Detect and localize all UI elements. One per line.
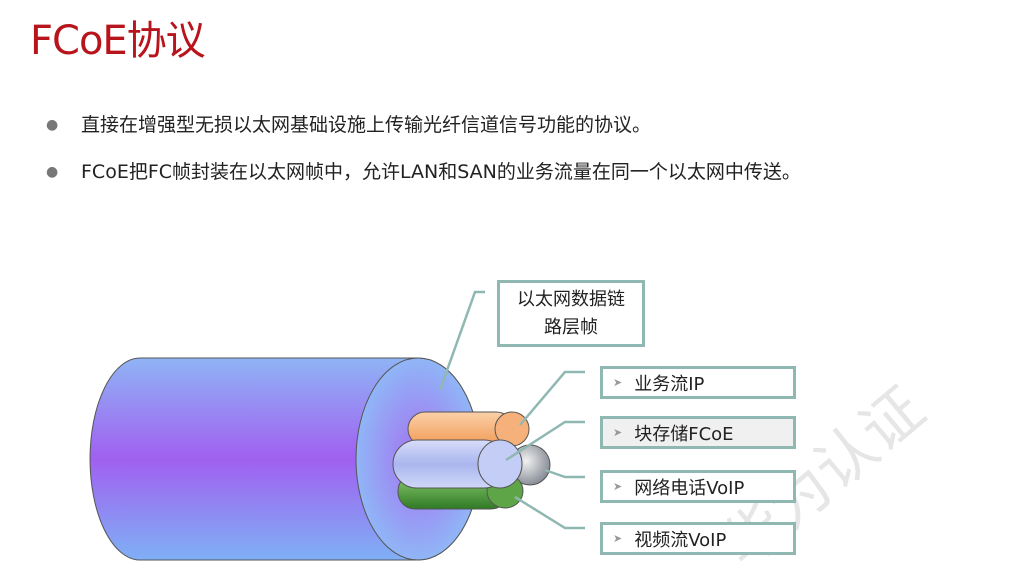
callout-lines xyxy=(438,290,585,530)
stream-label-text: 块存储FCoE xyxy=(634,423,734,445)
bullet-item: ● FCoE把FC帧封装在以太网帧中，允许LAN和SAN的业务流量在同一个以太网中… xyxy=(46,151,876,193)
page-title: FCoE协议 xyxy=(30,18,206,64)
bullet-dot-icon: ● xyxy=(46,164,59,180)
bullet-text: 直接在增强型无损以太网基础设施上传输光纤信道信号功能的协议。 xyxy=(81,114,652,136)
stream-cable-fcoe xyxy=(392,439,523,489)
stream-label-text: 视频流VoIP xyxy=(634,529,727,551)
arrow-icon: ➤ xyxy=(613,376,623,389)
stream-label-ip: ➤ 业务流IP xyxy=(600,366,796,399)
stream-label-video: ➤ 视频流VoIP xyxy=(600,522,796,555)
arrow-icon: ➤ xyxy=(613,426,623,439)
bullet-text: FCoE把FC帧封装在以太网帧中，允许LAN和SAN的业务流量在同一个以太网中传… xyxy=(81,161,801,183)
stream-label-text: 业务流IP xyxy=(634,373,705,395)
stream-label-voip: ➤ 网络电话VoIP xyxy=(600,470,796,503)
bullet-dot-icon: ● xyxy=(46,117,59,133)
stream-label-fcoe: ➤ 块存储FCoE xyxy=(600,416,796,449)
bullet-item: ● 直接在增强型无损以太网基础设施上传输光纤信道信号功能的协议。 xyxy=(46,104,926,146)
arrow-icon: ➤ xyxy=(613,532,623,545)
arrow-icon: ➤ xyxy=(613,480,623,493)
stream-label-text: 网络电话VoIP xyxy=(634,477,745,499)
ethernet-frame-label: 以太网数据链路层帧 xyxy=(497,280,645,347)
